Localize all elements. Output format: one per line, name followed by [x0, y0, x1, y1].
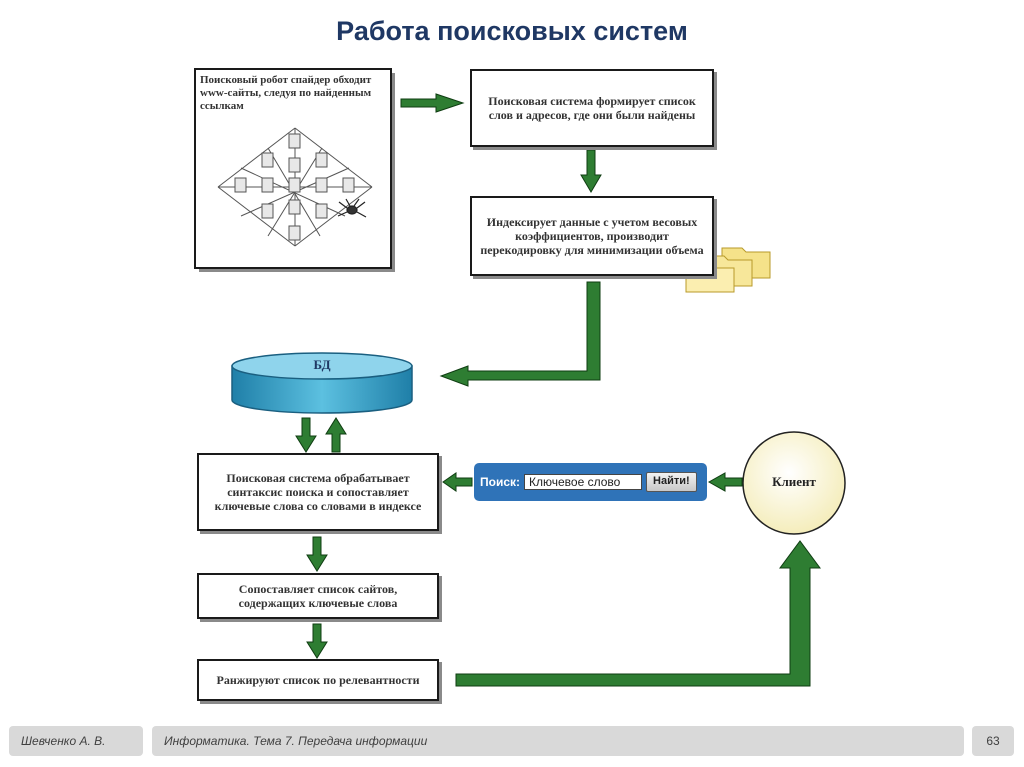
search-bar: Поиск: Ключевое слово Найти!	[474, 463, 707, 501]
box-rank-text: Ранжируют список по релевантности	[216, 673, 420, 687]
footer-author-text: Шевченко А. В.	[21, 734, 106, 748]
search-label: Поиск:	[480, 475, 521, 489]
box-forms-list-text: Поисковая система формирует список слов …	[488, 94, 696, 122]
footer-topic: Информатика. Тема 7. Передача информации	[152, 726, 964, 756]
footer-page: 63	[972, 726, 1014, 756]
box-process-text: Поисковая система обрабатывает синтаксис…	[214, 471, 422, 513]
box-process: Поисковая система обрабатывает синтаксис…	[197, 453, 439, 531]
arrow-rank-to-client	[455, 540, 821, 687]
arrow-process-to-match	[306, 536, 328, 572]
arrow-spider-to-list	[400, 93, 465, 113]
box-match-text: Сопоставляет список сайтов, содержащих к…	[238, 582, 398, 610]
arrow-up-to-db	[325, 417, 347, 453]
arrow-search-to-process	[442, 472, 473, 492]
search-button[interactable]: Найти!	[646, 472, 697, 492]
arrow-client-to-search	[707, 472, 743, 492]
footer-author: Шевченко А. В.	[9, 726, 143, 756]
box-index: Индексирует данные с учетом весовых коэф…	[470, 196, 714, 276]
box-rank: Ранжируют список по релевантности	[197, 659, 439, 701]
footer-topic-text: Информатика. Тема 7. Передача информации	[164, 734, 428, 748]
web-page-icons	[234, 133, 355, 241]
flow-arrows	[295, 93, 821, 687]
database-cylinder	[231, 352, 413, 414]
client-label: Клиент	[772, 474, 816, 489]
slide-title: Работа поисковых систем	[336, 16, 688, 46]
database-label: БД	[313, 357, 331, 372]
spider-box-text: Поисковый робот спайдер обходит www-сайт…	[200, 74, 372, 112]
client-circle	[742, 431, 846, 535]
arrow-index-to-db	[439, 281, 601, 387]
page-number: 63	[986, 734, 1000, 748]
box-forms-list: Поисковая система формирует список слов …	[470, 69, 714, 147]
search-input[interactable]: Ключевое слово	[524, 474, 643, 490]
spider-icon	[337, 198, 367, 218]
box-match: Сопоставляет список сайтов, содержащих к…	[197, 573, 439, 619]
arrow-db-down	[295, 417, 317, 453]
arrow-match-to-rank	[306, 623, 328, 659]
box-index-text: Индексирует данные с учетом весовых коэф…	[480, 215, 704, 257]
arrow-list-to-index	[580, 149, 602, 193]
